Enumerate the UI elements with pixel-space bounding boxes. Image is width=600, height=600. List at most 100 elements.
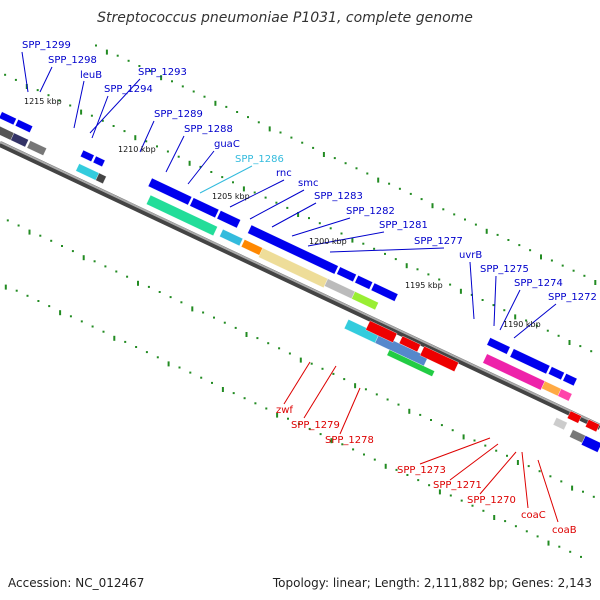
leader-line — [469, 261, 475, 320]
tick-dot — [366, 172, 369, 175]
gene-feature — [95, 172, 107, 184]
kbp-label: 1195 kbp — [405, 281, 443, 290]
gene-label[interactable]: SPP_1275 — [480, 264, 529, 275]
tick-dot — [319, 433, 322, 436]
tick-dot — [506, 454, 508, 457]
tick-dot — [308, 217, 310, 220]
gene-label[interactable]: zwf — [276, 405, 293, 416]
gene-label[interactable]: SPP_1279 — [291, 420, 340, 431]
leader-line — [493, 275, 497, 327]
gene-label[interactable]: SPP_1281 — [379, 220, 428, 231]
leader-line — [187, 150, 215, 185]
tick-dot — [6, 219, 9, 222]
kbp-label: 1205 kbp — [212, 192, 250, 201]
tick-dot — [341, 443, 344, 446]
tick-dot — [438, 278, 441, 281]
tick-dot — [416, 268, 419, 271]
gene-feature — [354, 275, 373, 290]
tick-dot — [101, 119, 104, 122]
tick-dot — [592, 495, 595, 498]
gene-label[interactable]: SPP_1270 — [467, 495, 516, 506]
tick-dot — [550, 259, 553, 262]
gene-label[interactable]: rnc — [276, 168, 292, 179]
tick-dot — [58, 99, 61, 102]
gene-label[interactable]: SPP_1274 — [514, 278, 563, 289]
gene-label[interactable]: SPP_1271 — [433, 480, 482, 491]
gene-label[interactable]: SPP_1283 — [314, 191, 363, 202]
tick-dot — [145, 351, 148, 354]
gene-label[interactable]: SPP_1277 — [414, 236, 463, 247]
tick-dot — [582, 490, 584, 493]
leader-line — [303, 365, 337, 419]
gene-label[interactable]: coaC — [521, 510, 546, 521]
tick-dot — [471, 504, 474, 507]
tick-dot — [245, 332, 248, 337]
tick-dot — [279, 131, 282, 134]
tick-dot — [459, 288, 462, 294]
tick-dot — [438, 489, 441, 495]
tick-dot — [191, 306, 194, 312]
tick-dot — [200, 376, 203, 379]
tick-dot — [211, 381, 213, 384]
leader-line — [21, 51, 29, 93]
gene-label[interactable]: smc — [298, 178, 318, 189]
tick-dot — [297, 212, 300, 217]
gene-label[interactable]: SPP_1298 — [48, 55, 97, 66]
tick-dot — [91, 325, 94, 328]
tick-dot — [538, 470, 541, 473]
gene-label[interactable]: SPP_1272 — [548, 292, 597, 303]
gene-feature — [509, 348, 551, 375]
tick-dot — [462, 434, 465, 440]
gene-label[interactable]: SPP_1299 — [22, 40, 71, 51]
tick-dot — [4, 284, 7, 290]
tick-dot — [145, 140, 148, 143]
tick-dot — [180, 301, 183, 304]
gene-label[interactable]: SPP_1286 — [235, 154, 284, 165]
tick-dot — [203, 95, 206, 98]
gene-feature — [241, 239, 263, 256]
gene-label[interactable]: SPP_1294 — [104, 84, 153, 95]
gene-label[interactable]: coaB — [552, 525, 577, 536]
gene-label[interactable]: SPP_1282 — [346, 206, 395, 217]
gene-label[interactable]: SPP_1288 — [184, 124, 233, 135]
tick-dot — [82, 255, 85, 261]
gene-feature — [216, 210, 241, 229]
gene-label[interactable]: leuB — [80, 70, 102, 81]
tick-dot — [171, 80, 173, 83]
tick-dot — [375, 393, 378, 396]
gene-feature — [419, 346, 459, 372]
tick-dot — [549, 475, 552, 478]
gene-label[interactable]: uvrB — [459, 250, 482, 261]
gene-feature — [146, 194, 218, 236]
tick-dot — [514, 525, 517, 528]
tick-dot — [59, 310, 62, 316]
tick-dot — [470, 293, 473, 296]
tick-dot — [137, 280, 139, 286]
tick-dot — [386, 398, 389, 401]
tick-dot — [580, 555, 582, 558]
tick-dot — [253, 191, 256, 194]
feature-group — [0, 111, 600, 453]
tick-dot — [135, 346, 138, 348]
gene-label[interactable]: SPP_1278 — [325, 435, 374, 446]
tick-dot — [430, 419, 432, 421]
tick-dot — [464, 218, 466, 221]
gene-label[interactable]: guaC — [214, 139, 240, 150]
gene-label[interactable]: SPP_1289 — [154, 109, 203, 120]
gene-label[interactable]: SPP_1293 — [138, 67, 187, 78]
leader-line — [499, 289, 521, 331]
tick-dot — [112, 125, 115, 127]
tick-dot — [572, 269, 575, 272]
gene-label[interactable]: SPP_1273 — [397, 465, 446, 476]
gene-feature — [557, 388, 573, 402]
tick-dot — [124, 340, 127, 343]
tick-dot — [482, 509, 485, 512]
leader-line — [329, 247, 445, 253]
tick-dot — [69, 315, 72, 318]
leader-line — [249, 189, 305, 220]
tick-dot — [558, 545, 561, 548]
tick-dot — [288, 352, 291, 355]
tick-dot — [560, 480, 563, 483]
gene-feature — [80, 149, 95, 162]
tick-dot — [123, 130, 126, 133]
